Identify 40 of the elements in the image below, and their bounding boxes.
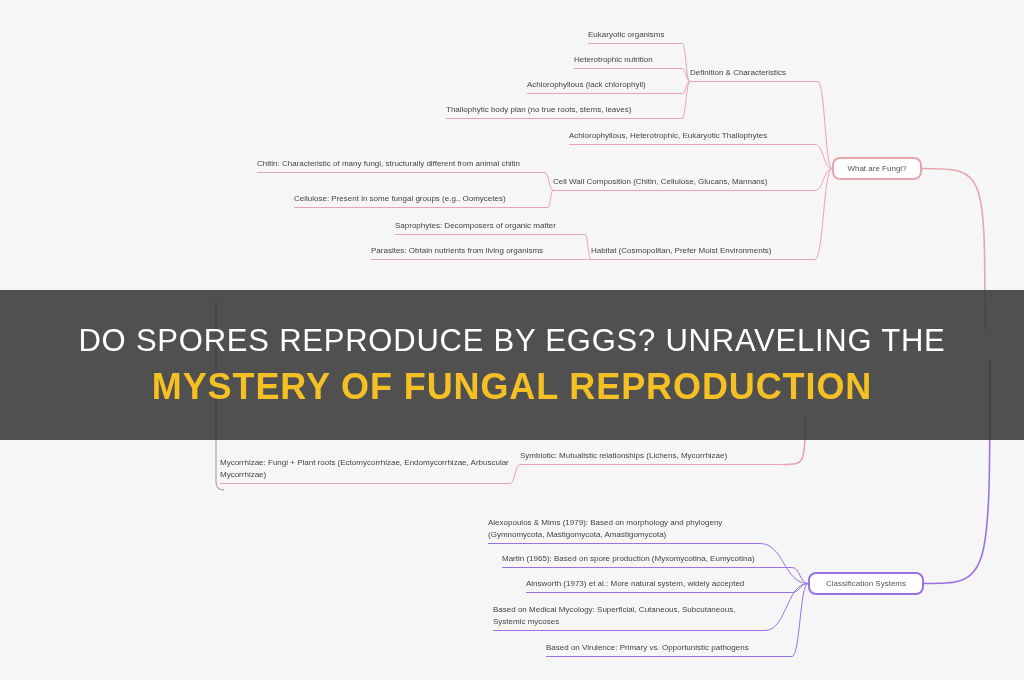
branch-line [817, 81, 833, 169]
topic-label: Symbiotic: Mutualistic relationships (Lichens, Mycorrhizae) [520, 450, 782, 465]
topic-label: Alexopoulos & Mims (1979): Based on morphology and phylogeny (Gymnomycota, Mastigomycota, Amastigomycota) [488, 517, 760, 544]
topic-label: Definition & Characteristics [690, 67, 818, 82]
topic-label: Cell Wall Composition (Chitin, Cellulose, Glucans, Mannans) [553, 176, 815, 191]
branch-line [584, 259, 592, 260]
topic-label: Heterotrophic nutrition [574, 54, 682, 69]
topic-label: Achlorophyllous, Heterotrophic, Eukaryotic Thallophytes [569, 130, 815, 145]
branch-line [681, 81, 691, 94]
branch-line [791, 567, 809, 584]
banner-subtitle: MYSTERY OF FUNGAL REPRODUCTION [151, 367, 873, 407]
topic-label: Saprophytes: Decomposers of organic matter [395, 220, 585, 235]
topic-label: Based on Medical Mycology: Superficial, Cutaneous, Subcutaneous, Systemic mycoses [493, 604, 765, 631]
topic-label: Martin (1965): Based on spore production (Myxomycotina, Eumycotina) [502, 553, 792, 568]
topic-label: Ainsworth (1973) et al.: More natural system, widely accepted [526, 578, 792, 593]
topic-label: Chitin: Characteristic of many fungi, structurally different from animal chitin [257, 158, 545, 173]
branch-line [547, 190, 554, 208]
branch-line [814, 168, 833, 260]
topic-label: Cellulose: Present in some fungal groups (e.g., Oomycetes) [294, 193, 548, 208]
branch-line [681, 81, 691, 119]
banner-title: DO SPORES REPRODUCE BY EGGS? UNRAVELING THE [78, 323, 946, 359]
topic-box: What are Fungi? [832, 157, 922, 180]
branch-line [791, 583, 809, 593]
topic-label: Based on Virulence: Primary vs. Opportunistic pathogens [546, 642, 792, 657]
branch-line [544, 172, 554, 191]
branch-line [509, 464, 521, 484]
topic-label: Parasites: Obtain nutrients from living organisms [371, 245, 585, 260]
branch-line [681, 43, 691, 82]
topic-label: Mycorrhizae: Fungi + Plant roots (Ectomycorrhizae, Endomycorrhizae, Arbuscular Mycorrhizae) [220, 457, 510, 484]
topic-label: Achlorophyllous (lack chlorophyll) [527, 79, 682, 94]
branch-line [814, 144, 833, 169]
topic-label: Eukaryotic organisms [588, 29, 682, 44]
topic-label: Habitat (Cosmopolitan, Prefer Moist Environments) [591, 245, 815, 260]
branch-line [814, 168, 833, 191]
branch-line [791, 583, 809, 657]
branch-line [584, 234, 592, 260]
topic-box: Classification Systems [808, 572, 924, 595]
topic-label: Thallophytic body plan (no true roots, stems, leaves) [446, 104, 682, 119]
branch-line [764, 583, 809, 631]
branch-line [681, 68, 691, 82]
